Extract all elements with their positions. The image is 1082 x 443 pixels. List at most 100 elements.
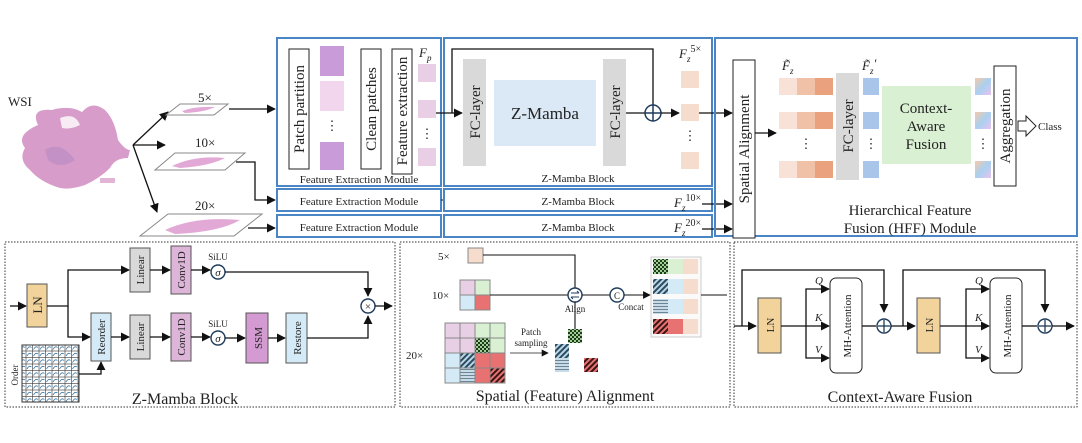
svg-text:V: V — [815, 344, 823, 356]
zmb-20x — [443, 214, 713, 238]
svg-text:Q: Q — [815, 275, 823, 287]
svg-text:Linear: Linear — [135, 322, 147, 351]
aggregation-box — [993, 65, 1017, 187]
output-arrow-icon — [1017, 114, 1037, 138]
wsi-image — [21, 105, 130, 189]
fused-feature — [975, 112, 991, 129]
svg-text:Z-Mamba: Z-Mamba — [511, 104, 579, 123]
svg-text:⋮: ⋮ — [800, 136, 813, 151]
svg-text:5×: 5× — [438, 251, 450, 263]
svg-text:FC-layer: FC-layer — [608, 85, 624, 138]
svg-text:⋮: ⋮ — [865, 136, 878, 151]
svg-text:LN: LN — [765, 318, 777, 333]
svg-text:SiLU: SiLU — [208, 319, 228, 329]
fused-feature — [975, 78, 991, 95]
sampled-patch — [568, 329, 582, 343]
fp-feature — [418, 64, 436, 82]
fz-prime-feature — [863, 78, 879, 95]
feature-20x-grid — [444, 322, 506, 384]
zmamba-detail-title: Z-Mamba Block — [132, 391, 238, 408]
scale-label-20x: 20× — [195, 198, 215, 213]
sampled-patch — [555, 344, 569, 358]
feature-5x — [467, 247, 484, 264]
svg-text:Patch: Patch — [521, 327, 541, 337]
alignment-detail-title: Spatial (Feature) Alignment — [476, 388, 655, 405]
fc-layer-2 — [603, 59, 626, 166]
context-aware-fusion-box — [882, 86, 971, 164]
svg-text:C: C — [614, 291, 620, 301]
svg-text:SiLU: SiLU — [208, 252, 228, 262]
wsi-section: WSI 5× 10× 20× — [8, 90, 276, 237]
fz-tilde-prime-label: F̃z′ — [861, 56, 876, 76]
fc-layer-1 — [463, 59, 486, 166]
fz-feature — [681, 71, 699, 88]
order-grid — [21, 344, 80, 403]
svg-text:Feature Extraction Module: Feature Extraction Module — [300, 222, 419, 234]
svg-text:V: V — [975, 344, 983, 356]
svg-text:FC-layer: FC-layer — [468, 85, 484, 138]
spatial-alignment-box — [732, 59, 756, 239]
svg-text:⋮: ⋮ — [421, 126, 434, 141]
svg-text:Aggregation: Aggregation — [998, 88, 1014, 163]
z-mamba-detail-panel: LN Linear Conv1D SiLU σ × Reorder Order … — [4, 241, 396, 408]
scale-label-5x: 5× — [198, 90, 212, 105]
svg-text:⋮: ⋮ — [977, 136, 990, 151]
z-mamba-core — [494, 80, 596, 146]
zmb-title: Z-Mamba Block — [541, 173, 615, 185]
fz-5x-label: Fz5× — [678, 44, 701, 64]
svg-text:sampling: sampling — [515, 338, 548, 348]
hff-fc-layer — [836, 73, 859, 180]
scale-label-10x: 10× — [195, 135, 215, 150]
svg-text:Feature Extraction Module: Feature Extraction Module — [300, 196, 419, 208]
fem-title: Feature Extraction Module — [300, 174, 419, 186]
svg-text:K: K — [814, 312, 823, 324]
hff-module: Spatial Alignment F̃z ⋮ FC-layer F̃z′ ⋮ … — [714, 37, 1078, 239]
fp-label: Fp — [418, 45, 432, 63]
svg-text:10×: 10× — [432, 290, 449, 302]
patch-partition-label: Patch partition — [292, 65, 308, 153]
svg-text:⋮: ⋮ — [684, 128, 697, 143]
fp-feature — [418, 148, 436, 166]
fz-prime-feature — [863, 161, 879, 178]
svg-text:LN: LN — [924, 318, 936, 333]
svg-text:⋮: ⋮ — [326, 118, 339, 133]
svg-text:Order: Order — [10, 365, 20, 386]
svg-text:Z-Mamba Block: Z-Mamba Block — [541, 196, 615, 208]
svg-text:LN: LN — [30, 296, 45, 314]
svg-text:FC-layer: FC-layer — [841, 99, 857, 152]
svg-text:Reorder: Reorder — [96, 319, 108, 355]
class-label: Class — [1038, 121, 1062, 133]
clean-patches-label: Clean patches — [364, 67, 380, 151]
zmb-10x — [443, 188, 713, 212]
fz-feature — [681, 104, 699, 121]
svg-text:Q: Q — [975, 275, 983, 287]
spatial-alignment-panel: 5× 10× Align C Concat 20× — [399, 241, 731, 408]
feature-extraction-label: Feature extraction — [395, 56, 411, 165]
svg-text:Linear: Linear — [135, 255, 147, 284]
svg-text:σ: σ — [215, 333, 221, 345]
fz-feature — [681, 152, 699, 169]
sampled-patch — [555, 358, 569, 372]
feature-10x-grid — [459, 279, 491, 311]
z-mamba-block-top: FC-layer Z-Mamba FC-layer Fz5× ⋮ Z-Mamba… — [436, 37, 733, 238]
patch-thumb — [320, 81, 344, 111]
svg-text:20×: 20× — [406, 350, 423, 362]
caf-detail-title: Context-Aware Fusion — [828, 389, 973, 406]
svg-text:Hierarchical Feature: Hierarchical Feature — [849, 203, 972, 219]
fused-feature — [975, 161, 991, 178]
svg-text:MH-Attention: MH-Attention — [842, 294, 854, 357]
context-aware-fusion-panel: LN Q K V MH-Attention LN Q K V MH-Attent… — [733, 241, 1078, 408]
fz-prime-feature — [863, 112, 879, 129]
svg-text:Restore: Restore — [292, 321, 304, 355]
fz-20x-label: Fz20× — [673, 218, 701, 238]
patch-thumb — [320, 46, 344, 76]
svg-text:MH-Attention: MH-Attention — [1002, 294, 1014, 357]
svg-text:Concat: Concat — [618, 302, 644, 312]
fz-tilde-features: ⋮ — [779, 78, 833, 178]
svg-text:Aware: Aware — [907, 119, 946, 135]
wsi-label: WSI — [8, 94, 32, 109]
svg-text:Fusion (HFF) Module: Fusion (HFF) Module — [844, 221, 977, 237]
svg-text:Fusion: Fusion — [906, 137, 947, 153]
svg-text:σ: σ — [215, 267, 221, 279]
